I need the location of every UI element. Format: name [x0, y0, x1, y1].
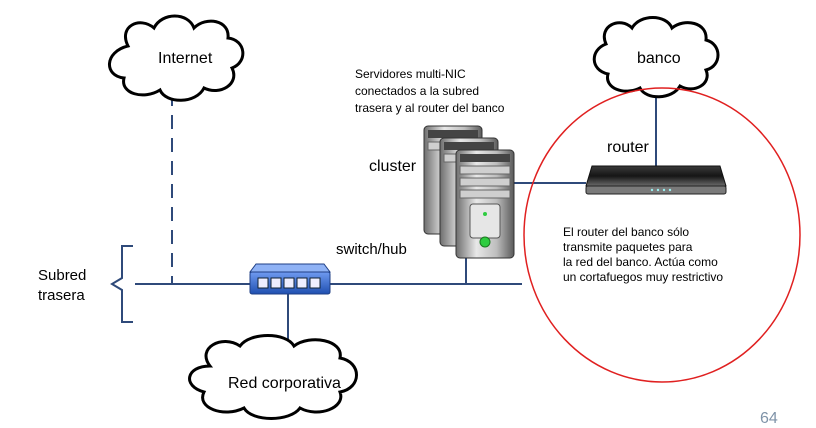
page-number: 64	[760, 410, 778, 427]
switch-label: switch/hub	[336, 241, 407, 258]
servers-note-line: conectados a la subred	[355, 84, 480, 98]
router-note-line: El router del banco sólo	[563, 225, 690, 239]
subred-label: Subred trasera	[38, 266, 86, 306]
servers-note: Servidores multi-NIC conectados a la sub…	[355, 66, 504, 117]
internet-label: Internet	[158, 50, 213, 67]
banco-label: banco	[637, 50, 681, 67]
internet-cloud-icon	[108, 14, 245, 102]
server-icon	[455, 149, 515, 259]
router-note-line: un cortafuegos muy restrictivo	[563, 270, 724, 284]
router-icon	[585, 165, 727, 195]
subred-brace	[110, 245, 133, 323]
router-note-line: la red del banco. Actúa como	[563, 255, 718, 269]
subred-label-line: Subred	[38, 267, 87, 284]
servers-note-line: trasera y al router del banco	[355, 101, 505, 115]
router-highlight-ellipse	[523, 87, 801, 383]
red-corporativa-cloud-icon	[188, 334, 358, 420]
router-label: router	[607, 139, 649, 156]
switch-icon	[249, 263, 331, 295]
router-note: El router del banco sólo transmite paque…	[563, 225, 723, 285]
subred-label-line: trasera	[38, 287, 85, 304]
router-note-line: transmite paquetes para	[563, 240, 693, 254]
servers-note-line: Servidores multi-NIC	[355, 67, 466, 81]
cluster-label: cluster	[369, 158, 417, 175]
red-corporativa-label: Red corporativa	[228, 375, 341, 392]
banco-cloud-icon	[592, 16, 720, 99]
